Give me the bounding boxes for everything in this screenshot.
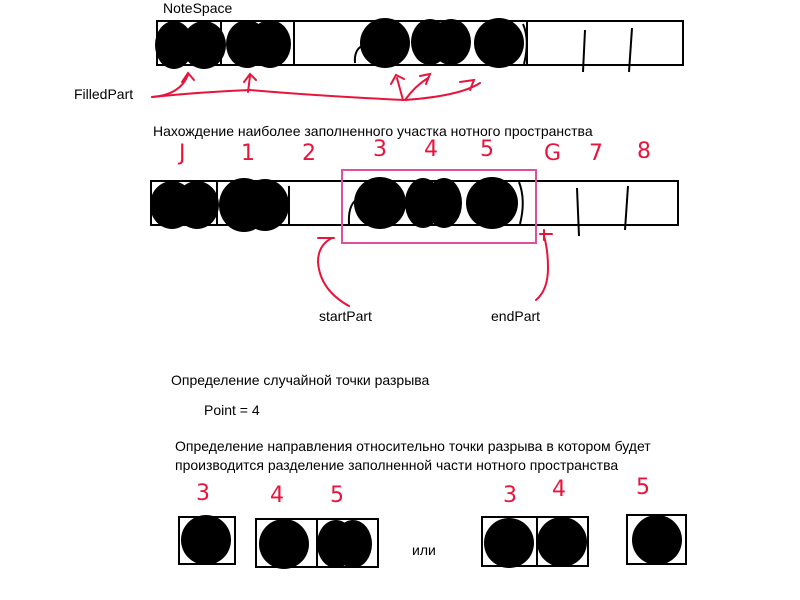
index-number: 4	[424, 137, 438, 162]
row2-notes	[150, 177, 518, 232]
bottom-number: 5	[636, 475, 650, 500]
index-number: J	[179, 141, 186, 166]
filledpart-label: FilledPart	[74, 86, 134, 102]
index-number: 8	[637, 139, 651, 164]
note-icon	[537, 517, 587, 567]
note-icon	[182, 21, 226, 69]
index-number: 1	[241, 141, 255, 166]
or-label: или	[412, 542, 436, 558]
note-icon	[175, 181, 219, 229]
note-icon	[484, 518, 534, 568]
point-value: Point = 4	[204, 402, 260, 418]
note-icon	[249, 20, 291, 68]
note-icon	[466, 177, 518, 229]
selection-box	[341, 169, 537, 244]
cell-outline	[481, 516, 589, 567]
note-icon	[181, 515, 231, 565]
row2-arrows	[316, 229, 553, 307]
heading-direction-line1: Определение направления относительно точ…	[175, 438, 651, 454]
note-icon	[259, 519, 309, 569]
note-icon	[474, 18, 524, 68]
note-icon	[241, 179, 289, 231]
notespace-label: NoteSpace	[163, 0, 233, 16]
index-number: 3	[373, 137, 387, 162]
heading-break-point: Определение случайной точки разрыва	[171, 372, 430, 388]
note-icon	[431, 19, 471, 65]
index-number: 7	[589, 141, 603, 166]
note-icon	[632, 515, 682, 565]
bottom-left-notes	[181, 515, 372, 569]
index-number: G	[544, 141, 562, 166]
bottom-number: 3	[196, 481, 210, 506]
note-icon	[155, 21, 193, 69]
note-icon	[334, 520, 372, 568]
startpart-label: startPart	[319, 308, 372, 324]
endpart-label: endPart	[491, 308, 541, 324]
index-number: 5	[480, 137, 494, 162]
bottom-number: 3	[503, 483, 517, 508]
bottom-right-notes	[484, 515, 682, 568]
bottom-number: 4	[552, 477, 566, 502]
note-icon	[360, 18, 410, 68]
note-icon	[354, 177, 406, 229]
notespace-notes	[155, 18, 524, 69]
heading-find-filled-section: Нахождение наиболее заполненного участка…	[153, 123, 593, 139]
note-icon	[426, 178, 462, 228]
index-number: 2	[302, 141, 316, 166]
bottom-number: 4	[270, 483, 284, 508]
bottom-number: 5	[330, 483, 344, 508]
filledpart-arrows	[151, 71, 481, 102]
heading-direction-line2: производится разделение заполненной част…	[175, 457, 619, 473]
